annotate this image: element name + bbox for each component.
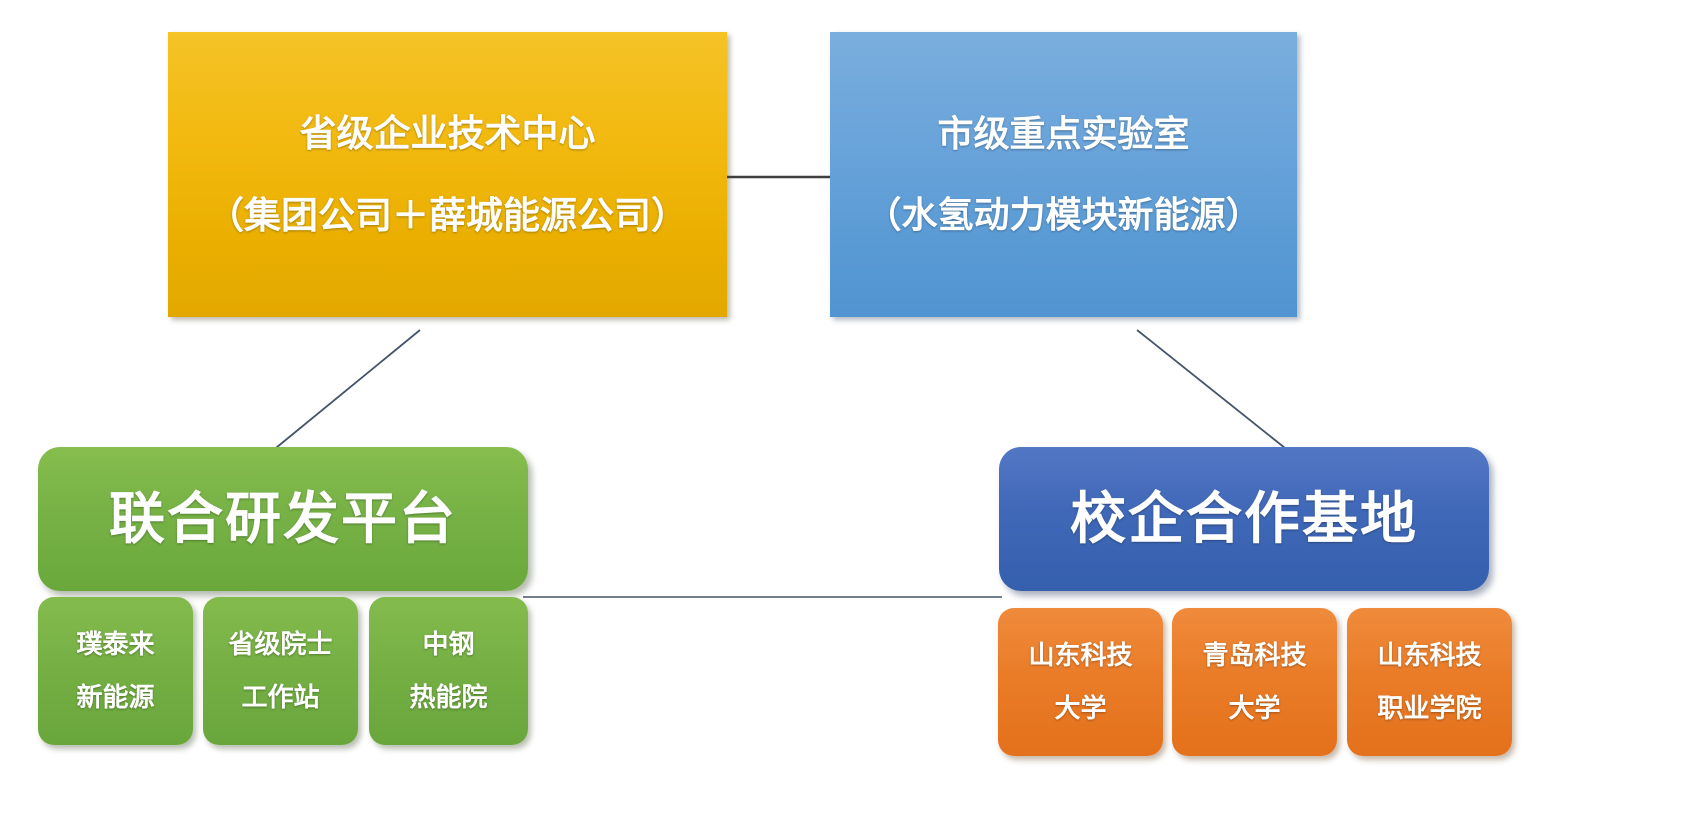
chip-label-line1: 中钢	[422, 628, 475, 659]
node-joint-rd-platform[interactable]: 联合研发平台	[38, 447, 528, 591]
node-label: 校企合作基地	[1070, 487, 1418, 551]
node-sinosteel-thermal-energy-institute[interactable]: 中钢 热能院	[369, 597, 528, 745]
node-title-line2: （集团公司＋薛城能源公司）	[207, 194, 688, 236]
node-provincial-academician-workstation[interactable]: 省级院士 工作站	[203, 597, 358, 745]
chip-label-line2: 大学	[1228, 693, 1281, 723]
chip-label-line1: 省级院士	[228, 628, 333, 659]
node-municipal-key-laboratory[interactable]: 市级重点实验室 （水氢动力模块新能源）	[830, 32, 1297, 317]
node-school-enterprise-cooperation-base[interactable]: 校企合作基地	[999, 447, 1489, 591]
connector-lightblue-to-darkblue	[1136, 329, 1291, 453]
node-title-line1: 市级重点实验室	[937, 113, 1190, 155]
chip-label-line2: 职业学院	[1377, 693, 1482, 723]
chip-label-line2: 新能源	[76, 682, 155, 712]
node-putailai-new-energy[interactable]: 璞泰来 新能源	[38, 597, 193, 745]
chip-label-line1: 山东科技	[1377, 639, 1482, 670]
node-title-line2: （水氢动力模块新能源）	[865, 193, 1262, 235]
node-label: 联合研发平台	[109, 487, 457, 551]
chip-label-line2: 工作站	[241, 682, 320, 712]
node-provincial-enterprise-technology-center[interactable]: 省级企业技术中心 （集团公司＋薛城能源公司）	[168, 32, 727, 317]
chip-label-line1: 山东科技	[1028, 639, 1133, 670]
node-shandong-vocational-college-of-science-and-technology[interactable]: 山东科技 职业学院	[1347, 608, 1512, 756]
chip-label-line1: 青岛科技	[1202, 639, 1307, 670]
chip-label-line2: 热能院	[409, 682, 488, 712]
node-shandong-university-of-science-and-technology[interactable]: 山东科技 大学	[998, 608, 1163, 756]
chip-label-line2: 大学	[1054, 693, 1107, 723]
node-qingdao-university-of-science-and-technology[interactable]: 青岛科技 大学	[1172, 608, 1337, 756]
node-title-line1: 省级企业技术中心	[299, 113, 596, 155]
chip-label-line1: 璞泰来	[76, 628, 155, 659]
connector-yellow-to-green	[270, 329, 421, 453]
